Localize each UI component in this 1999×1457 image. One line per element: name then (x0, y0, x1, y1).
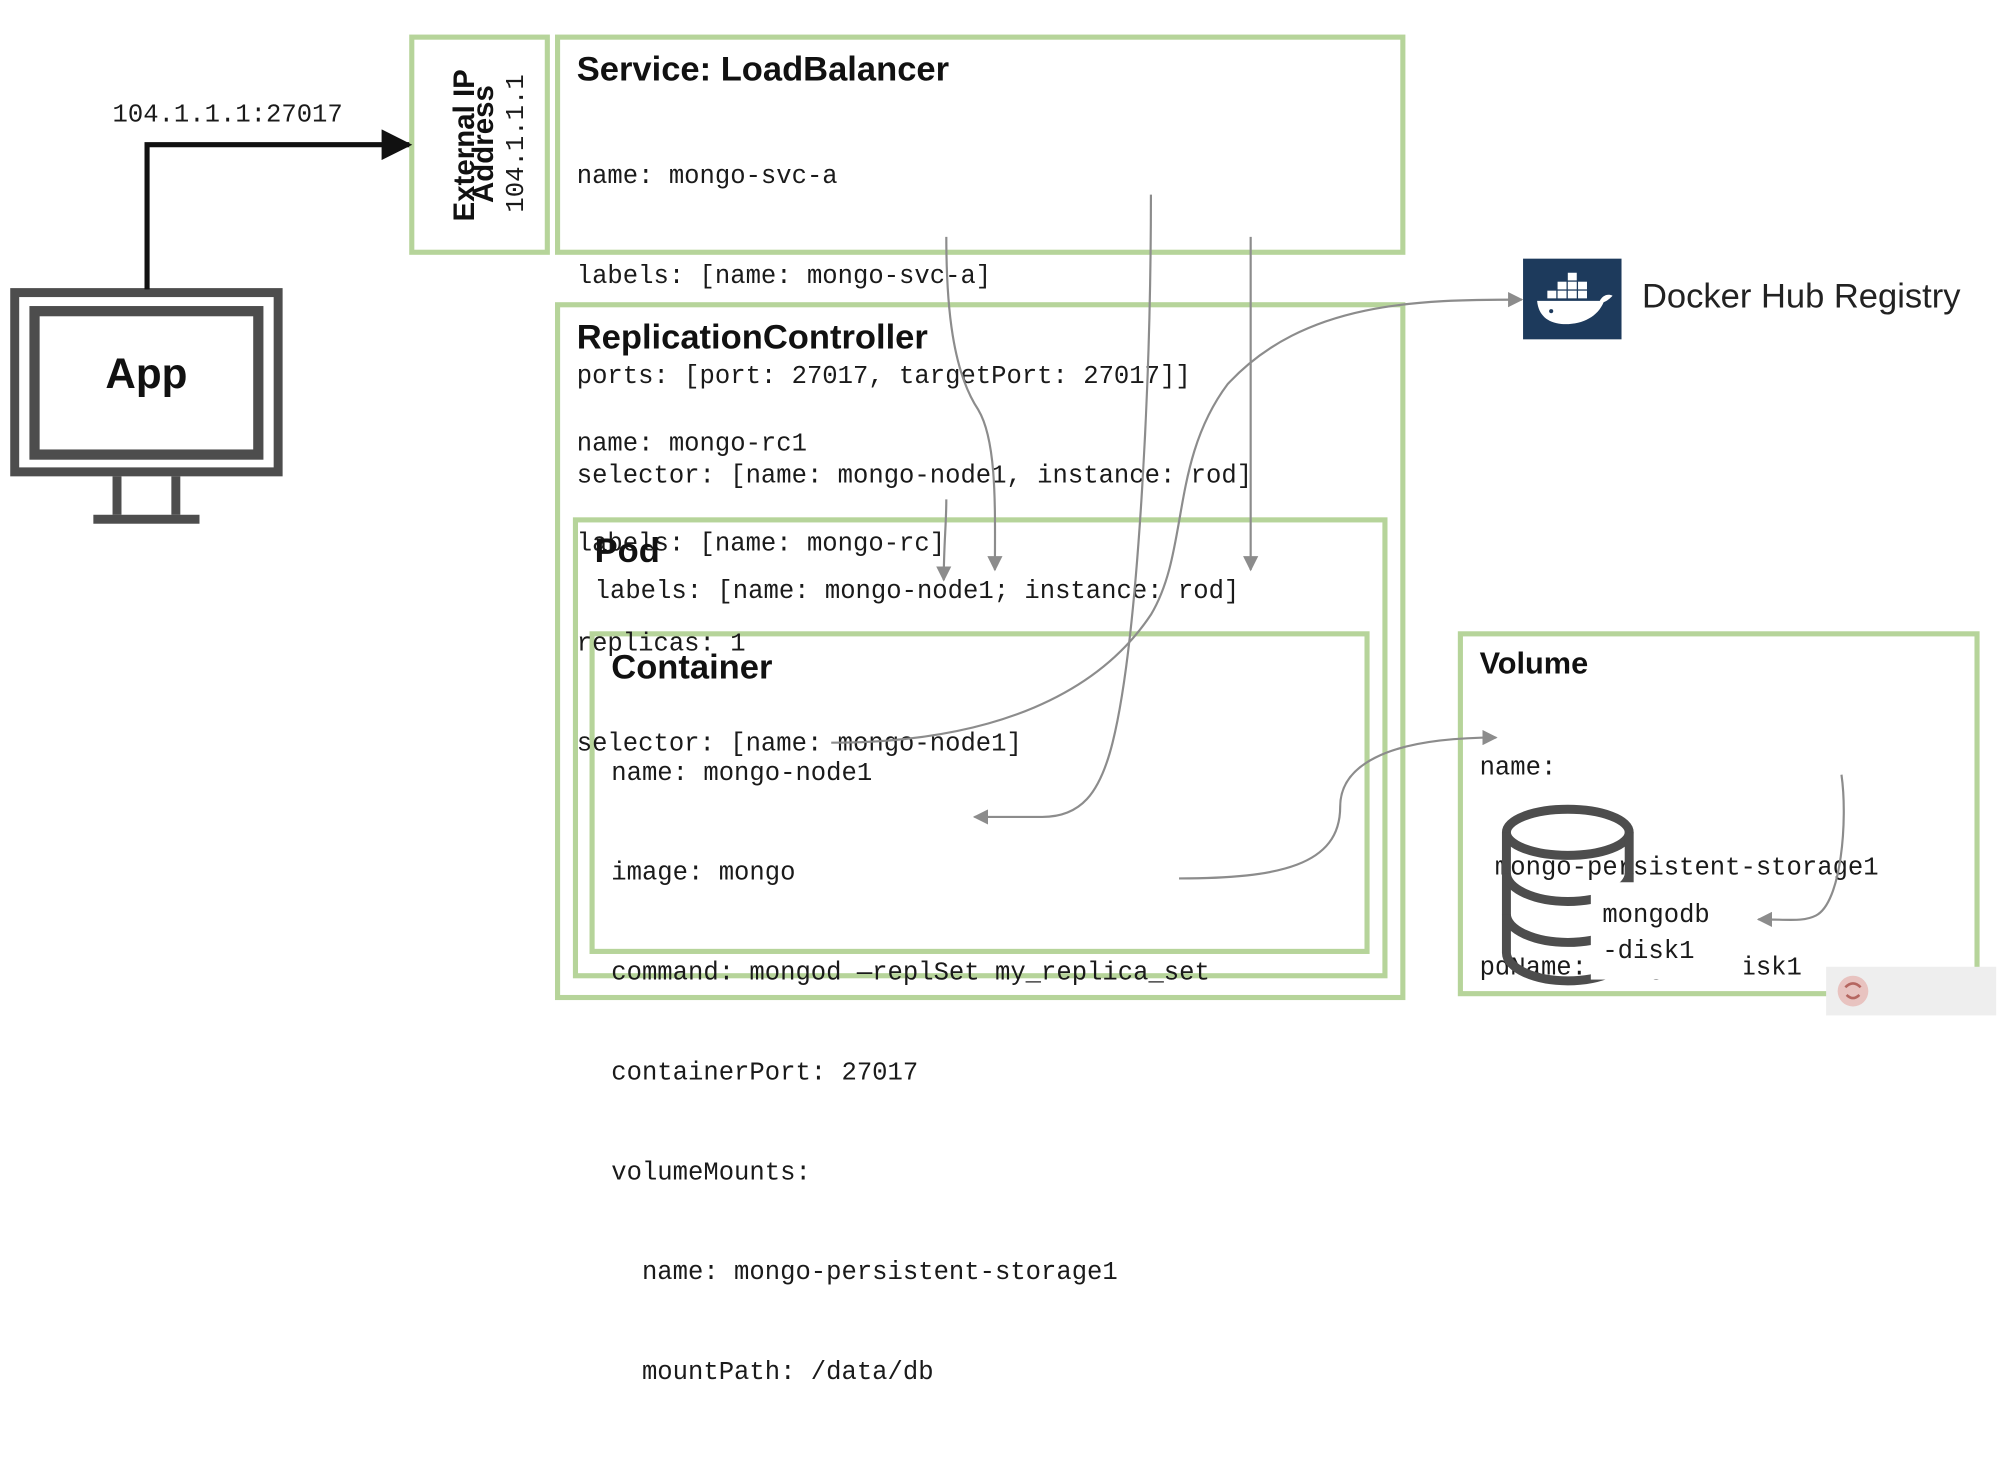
external-ip-title-line2: Address (466, 85, 500, 203)
volume-title: Volume (1479, 646, 1589, 682)
container-command-line: command: mongod —replSet my_replica_set (611, 959, 1210, 989)
external-ip-text: External IP Address 104.1.1.1 (409, 35, 550, 255)
monitor-screen (29, 306, 264, 460)
rc-selector-line: selector: [name: mongo-node1] (576, 729, 1022, 760)
disk-label-line1: mongodb (1602, 901, 1710, 931)
rc-replicas-line: replicas: 1 (576, 630, 746, 660)
docker-whale-icon (1537, 272, 1613, 325)
rc-name-line: name: mongo-rc1 (576, 430, 807, 460)
container-spec: name: mongo-node1 image: mongo command: … (611, 691, 1210, 1457)
disk-label-line2: -disk1 (1602, 937, 1695, 967)
container-title: Container (611, 647, 773, 687)
watermark-badge (1826, 966, 1997, 1016)
monitor-stand-base (93, 514, 200, 524)
container-image-line: image: mongo (611, 859, 796, 889)
service-title: Service: LoadBalancer (576, 49, 950, 89)
pod-labels-line: labels: [name: mongo-node1; instance: ro… (594, 577, 1240, 607)
disk-label-mask (1590, 882, 1745, 980)
docker-logo-icon (1523, 258, 1622, 340)
replication-controller-title: ReplicationController (576, 317, 928, 356)
monitor-leg-left (112, 476, 122, 515)
container-mount-name-line: name: mongo-persistent-storage1 (611, 1258, 1118, 1289)
monitor-leg-right (171, 476, 181, 515)
container-port-line: containerPort: 27017 (611, 1058, 919, 1089)
app-label: App (105, 349, 188, 397)
architecture-diagram: App 104.1.1.1:27017 External IP Address … (10, 34, 1997, 1388)
app-monitor: App (10, 288, 283, 525)
pod-title: Pod (594, 531, 660, 570)
container-volume-mounts-line: volumeMounts: (611, 1158, 811, 1189)
monitor-bezel (10, 288, 283, 477)
container-name-line: name: mongo-node1 (611, 759, 873, 789)
docker-hub-registry-label: Docker Hub Registry (1641, 276, 1961, 316)
external-ip-value: 104.1.1.1 (502, 74, 532, 213)
container-mount-path-line: mountPath: /data/db (611, 1358, 934, 1389)
endpoint-label: 104.1.1.1:27017 (112, 101, 343, 131)
service-name-line: name: mongo-svc-a (576, 162, 838, 193)
app-to-external-ip-arrow (144, 129, 413, 290)
watermark-logo-icon (1837, 975, 1869, 1007)
volume-name-key-line: name: (1479, 754, 1557, 784)
service-labels-line: labels: [name: mongo-svc-a] (576, 262, 992, 292)
